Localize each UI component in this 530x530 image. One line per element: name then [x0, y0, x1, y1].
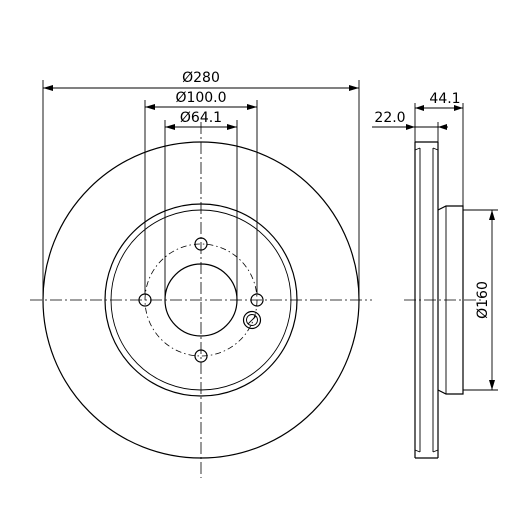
dim-280-label: Ø280	[182, 70, 220, 86]
locating-screw-hole-inner	[246, 314, 258, 326]
side-vent-bottom-right	[432, 449, 439, 453]
hat-profile	[437, 205, 464, 395]
side-view: 44.1 22.0 Ø160	[372, 91, 498, 459]
side-vent-bottom-left	[414, 449, 421, 453]
dim-280-arrow-right	[349, 85, 359, 91]
hat-outer-circle	[104, 203, 298, 397]
dim-44-arrow-right	[454, 105, 463, 111]
dim-64-label: Ø64.1	[180, 110, 222, 126]
dim-44-arrow-left	[415, 105, 424, 111]
dim-22-arrow-left	[406, 124, 415, 130]
dim-22-arrow-right	[438, 124, 447, 130]
bolt-circle-pcd	[144, 243, 258, 357]
dim-22-label: 22.0	[374, 110, 405, 126]
dim-64-arrow-right	[227, 124, 237, 130]
dim-280-arrow-left	[43, 85, 53, 91]
dim-64-arrow-left	[165, 124, 175, 130]
locating-screw-hole-outer	[242, 310, 262, 330]
side-vent-top-right	[432, 147, 439, 151]
dim-100-arrow-left	[145, 104, 155, 110]
dim-100-label: Ø100.0	[175, 90, 226, 106]
hat-inner-circle	[110, 209, 292, 391]
front-view: Ø280 Ø100.0 Ø64.1	[30, 70, 372, 478]
bolt-hole-top	[194, 237, 208, 251]
side-vent-top-left	[414, 147, 421, 151]
dim-100-arrow-right	[247, 104, 257, 110]
locating-screw-slot	[247, 315, 257, 325]
dim-160-arrow-top	[489, 210, 495, 220]
dim-160-label: Ø160	[475, 281, 491, 319]
dim-160-arrow-bottom	[489, 380, 495, 390]
bolt-hole-bottom	[194, 349, 208, 363]
dim-44-label: 44.1	[429, 91, 460, 107]
